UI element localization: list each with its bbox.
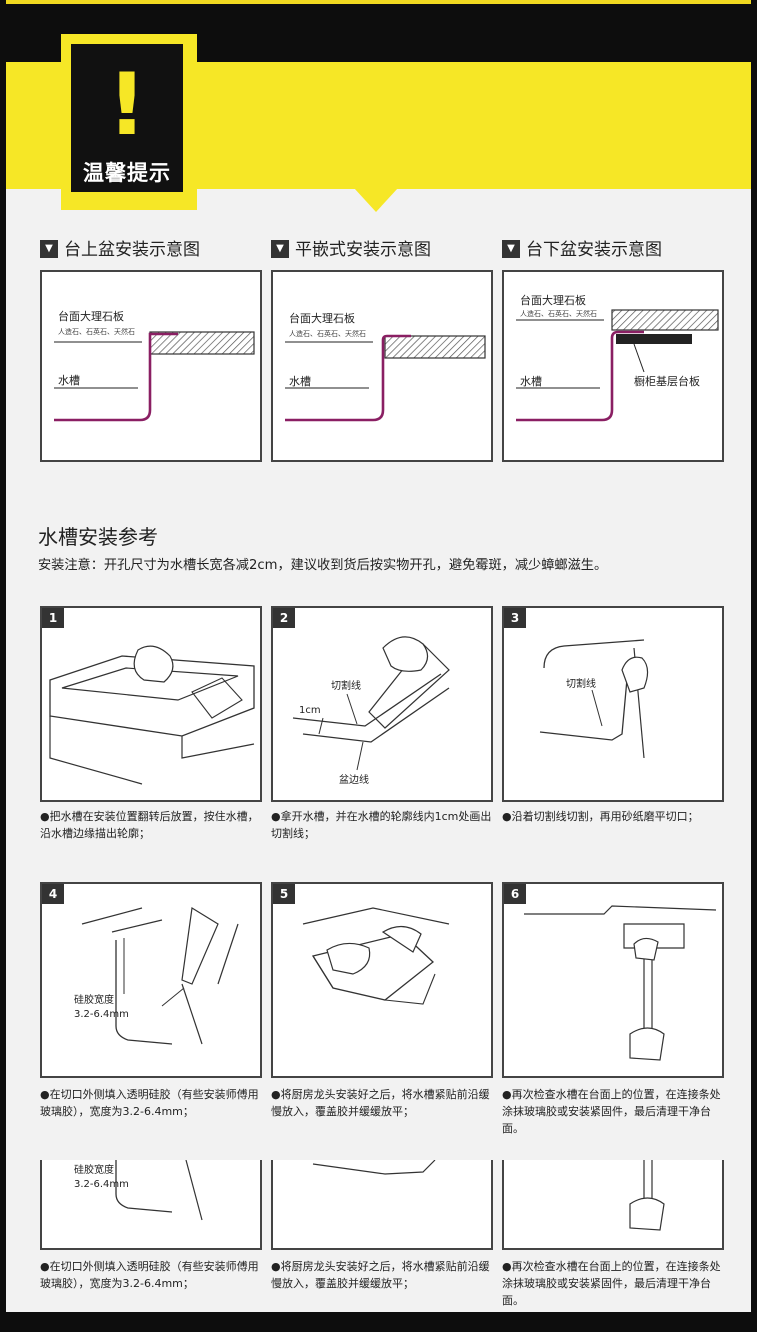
step-number: 5 — [273, 884, 295, 904]
sink-label: 水槽 — [58, 374, 80, 387]
step-4-illustration — [81, 907, 239, 1045]
triangle-down-icon: ▼ — [271, 239, 289, 258]
step-number: 2 — [273, 608, 295, 628]
step-3-panel: 3 切割线 — [502, 606, 724, 802]
triangle-down-icon: ▼ — [502, 239, 520, 258]
step-number: 1 — [42, 608, 64, 628]
repeat-caption-4: ●在切口外侧填入透明硅胶（有些安装师傅用玻璃胶），宽度为3.2-6.4mm； — [40, 1260, 259, 1290]
repeat-panel-5 — [271, 1160, 493, 1250]
diagram-under-mount: 台面大理石板 人造石、石英石、天然石 水槽 橱柜基层台板 — [502, 270, 724, 462]
banner-pointer — [354, 188, 398, 212]
diagram-flush-mount-drawing — [285, 334, 486, 422]
exclamation-icon: ! — [107, 55, 147, 155]
left-edge — [0, 0, 6, 1332]
glue-width-label: 硅胶宽度 — [74, 995, 114, 1006]
top-yellow-line — [0, 0, 757, 4]
step-4-panel: 4 硅胶宽度 3.2-6.4mm — [40, 882, 262, 1078]
step-number: 3 — [504, 608, 526, 628]
section-title: 水槽安装参考 — [38, 525, 158, 549]
step-3-illustration — [539, 639, 649, 759]
glue-width-label: 硅胶宽度 — [74, 1165, 114, 1176]
diagram-title-flush-mount: ▼平嵌式安装示意图 — [271, 238, 431, 262]
cut-line-label: 切割线 — [566, 679, 596, 690]
triangle-down-icon: ▼ — [40, 239, 58, 258]
repeat-caption-5: ●将厨房龙头安装好之后，将水槽紧贴前沿缓慢放入，覆盖胶并缓缓放平； — [271, 1260, 490, 1290]
warning-badge: ! 温馨提示 — [61, 34, 197, 210]
repeat-panel-6 — [502, 1160, 724, 1250]
sink-label: 水槽 — [520, 375, 542, 388]
step-1-panel: 1 — [40, 606, 262, 802]
repeat-caption-6: ●再次检查水槽在台面上的位置，在连接条处涂抹玻璃胶或安装紧固件，最后清理干净台面… — [502, 1260, 721, 1307]
step-1-caption: ●把水槽在安装位置翻转后放置，按住水槽，沿水槽边缘描出轮廓； — [40, 810, 259, 840]
diagram-flush-mount: 台面大理石板 人造石、石英石、天然石 水槽 — [271, 270, 493, 462]
step-5-illustration — [302, 907, 450, 1005]
step-4-caption: ●在切口外侧填入透明硅胶（有些安装师傅用玻璃胶），宽度为3.2-6.4mm； — [40, 1088, 259, 1118]
distance-label: 1cm — [299, 705, 321, 716]
glue-width-value: 3.2-6.4mm — [74, 1009, 129, 1020]
diagram-under-mount-drawing — [516, 309, 719, 422]
marble-types: 人造石、石英石、天然石 — [58, 328, 135, 336]
marble-label: 台面大理石板 — [520, 294, 586, 307]
cabinet-label: 橱柜基层台板 — [634, 375, 700, 388]
repeat-panel-4-illustration — [115, 1160, 203, 1221]
step-6-illustration — [524, 905, 717, 1061]
bottom-black-band — [0, 1312, 757, 1332]
marble-label: 台面大理石板 — [58, 310, 124, 323]
step-6-caption: ●再次检查水槽在台面上的位置，在连接条处涂抹玻璃胶或安装紧固件，最后清理干净台面… — [502, 1088, 721, 1135]
step-number: 4 — [42, 884, 64, 904]
badge-label: 温馨提示 — [83, 161, 171, 185]
step-5-panel: 5 — [271, 882, 493, 1078]
step-2-caption: ●拿开水槽，并在水槽的轮廓线内1cm处画出切割线； — [271, 810, 492, 840]
diagram-title-under-mount: ▼台下盆安装示意图 — [502, 238, 662, 262]
diagram-title-top-mount: ▼台上盆安装示意图 — [40, 238, 200, 262]
install-note: 安装注意：开孔尺寸为水槽长宽各减2cm，建议收到货后按实物开孔，避免霉斑，减少蟑… — [38, 558, 608, 573]
marble-types: 人造石、石英石、天然石 — [289, 330, 366, 338]
repeat-panel-6-illustration — [629, 1160, 665, 1231]
right-edge — [751, 0, 757, 1332]
step-6-panel: 6 — [502, 882, 724, 1078]
step-2-panel: 2 切割线 1cm 盆边线 — [271, 606, 493, 802]
marble-label: 台面大理石板 — [289, 312, 355, 325]
repeat-panel-4: 硅胶宽度 3.2-6.4mm — [40, 1160, 262, 1250]
step-5-caption: ●将厨房龙头安装好之后，将水槽紧贴前沿缓慢放入，覆盖胶并缓缓放平； — [271, 1088, 490, 1118]
step-1-illustration — [49, 645, 255, 785]
marble-types: 人造石、石英石、天然石 — [520, 310, 597, 318]
step-number: 6 — [504, 884, 526, 904]
repeat-panel-5-illustration — [312, 1160, 436, 1175]
step-2-illustration — [292, 636, 450, 771]
step-3-caption: ●沿着切割线切割，再用砂纸磨平切口； — [502, 810, 699, 823]
sink-edge-label: 盆边线 — [339, 775, 369, 786]
sink-label: 水槽 — [289, 375, 311, 388]
cut-line-label: 切割线 — [331, 681, 361, 692]
diagram-top-mount-drawing — [54, 331, 255, 422]
diagram-top-mount: 台面大理石板 人造石、石英石、天然石 水槽 — [40, 270, 262, 462]
glue-width-value: 3.2-6.4mm — [74, 1179, 129, 1190]
